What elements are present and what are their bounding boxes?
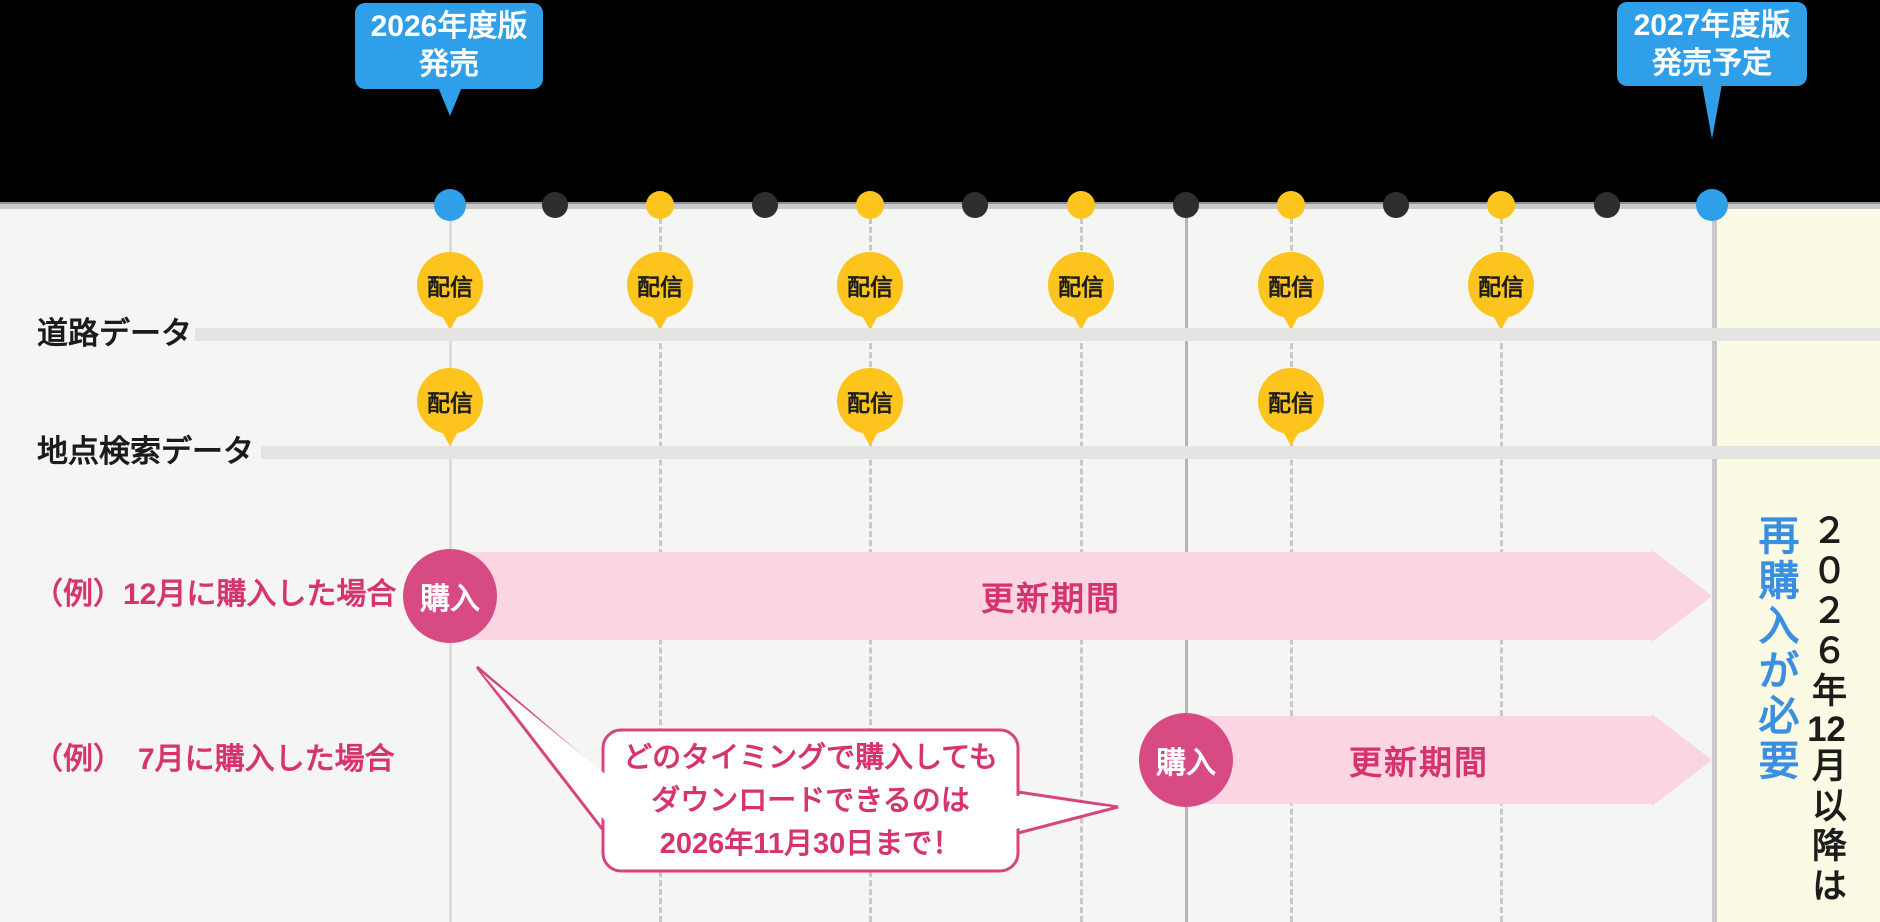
- update-period-bar-1: 更新期間: [450, 552, 1652, 640]
- poi-delivery-badge: 配信: [837, 368, 903, 446]
- timeline-dot-dark: [1383, 192, 1409, 218]
- bubble-line-3: 2026年11月30日まで！: [659, 828, 962, 860]
- purchase-marker-2: 購入: [1139, 713, 1233, 807]
- release-2027-callout: 2027年度版 発売予定: [1617, 2, 1807, 86]
- delivery-badge-label: 配信: [627, 252, 693, 318]
- release-2026-line2: 発売: [419, 48, 479, 81]
- release-2027-callout-tail: [1702, 84, 1722, 139]
- poi-delivery-badge: 配信: [417, 368, 483, 446]
- release-2027-line1: 2027年度版: [1633, 9, 1791, 42]
- road-delivery-badge: 配信: [417, 252, 483, 330]
- delivery-badge-tail: [1282, 430, 1300, 446]
- road-data-label: 道路データ: [37, 316, 192, 351]
- timeline-dot-yellow: [646, 191, 674, 219]
- road-delivery-badge: 配信: [627, 252, 693, 330]
- timeline-dot-dark: [962, 192, 988, 218]
- release-2026-callout-tail: [438, 87, 462, 116]
- release-2026-callout: 2026年度版 発売: [355, 3, 543, 89]
- delivery-badge-tail: [1072, 314, 1090, 330]
- delivery-badge-tail: [1282, 314, 1300, 330]
- delivery-badge-tail: [861, 314, 879, 330]
- delivery-badge-label: 配信: [1258, 368, 1324, 434]
- bubble-line-2: ダウンロードできるのは: [651, 785, 970, 817]
- timeline-dot-dark: [752, 192, 778, 218]
- repurchase-note-after: 月以降は: [1807, 747, 1846, 907]
- repurchase-note-main: 再購入が必要: [1752, 514, 1798, 784]
- speech-bubble-text: どのタイミングで購入しても ダウンロードできるのは 2026年11月30日まで！: [603, 737, 1018, 866]
- road-data-track: [195, 328, 1880, 341]
- poi-data-track: [261, 446, 1880, 459]
- road-delivery-badge: 配信: [1258, 252, 1324, 330]
- example-december-label: （例）12月に購入した場合: [33, 578, 397, 611]
- delivery-badge-tail: [441, 430, 459, 446]
- delivery-badge-tail: [651, 314, 669, 330]
- poi-delivery-badge: 配信: [1258, 368, 1324, 446]
- repurchase-side-band: [1712, 202, 1880, 922]
- update-period-arrowhead-1: [1652, 550, 1712, 642]
- speech-bubble-shape: [475, 665, 1119, 873]
- road-delivery-badge: 配信: [1468, 252, 1534, 330]
- delivery-badge-tail: [1492, 314, 1510, 330]
- road-delivery-badge: 配信: [1048, 252, 1114, 330]
- repurchase-note-year: ２０２６年: [1807, 512, 1846, 712]
- timeline-dot-dark: [542, 192, 568, 218]
- delivery-badge-label: 配信: [417, 368, 483, 434]
- delivery-badge-label: 配信: [1048, 252, 1114, 318]
- timeline-dot-yellow: [1067, 191, 1095, 219]
- repurchase-note-date: ２０２６年12月以降は: [1801, 512, 1852, 907]
- timeline-dot-yellow: [856, 191, 884, 219]
- timeline-bar: [0, 202, 1880, 209]
- delivery-badge-tail: [441, 314, 459, 330]
- delivery-badge-label: 配信: [837, 252, 903, 318]
- update-period-bar-2: 更新期間: [1186, 716, 1652, 804]
- timeline-dot-dark: [1594, 192, 1620, 218]
- example-july-label: （例） 7月に購入した場合: [33, 743, 395, 776]
- delivery-badge-label: 配信: [417, 252, 483, 318]
- timeline-dot-yellow: [1277, 191, 1305, 219]
- bubble-line-1: どのタイミングで購入しても: [623, 742, 998, 774]
- delivery-badge-label: 配信: [837, 368, 903, 434]
- road-delivery-badge: 配信: [837, 252, 903, 330]
- purchase-marker-1: 購入: [403, 549, 497, 643]
- timeline-dot-blue: [1696, 189, 1728, 221]
- delivery-badge-tail: [861, 430, 879, 446]
- delivery-badge-label: 配信: [1468, 252, 1534, 318]
- timeline-dot-yellow: [1487, 191, 1515, 219]
- timeline-dot-blue: [434, 189, 466, 221]
- timeline-dot-dark: [1173, 192, 1199, 218]
- poi-data-label: 地点検索データ: [37, 434, 254, 469]
- release-2026-line1: 2026年度版: [370, 10, 528, 43]
- release-2027-line2: 発売予定: [1652, 47, 1772, 80]
- delivery-badge-label: 配信: [1258, 252, 1324, 318]
- repurchase-note-month: 12: [1807, 712, 1846, 747]
- update-period-arrowhead-2: [1652, 714, 1712, 806]
